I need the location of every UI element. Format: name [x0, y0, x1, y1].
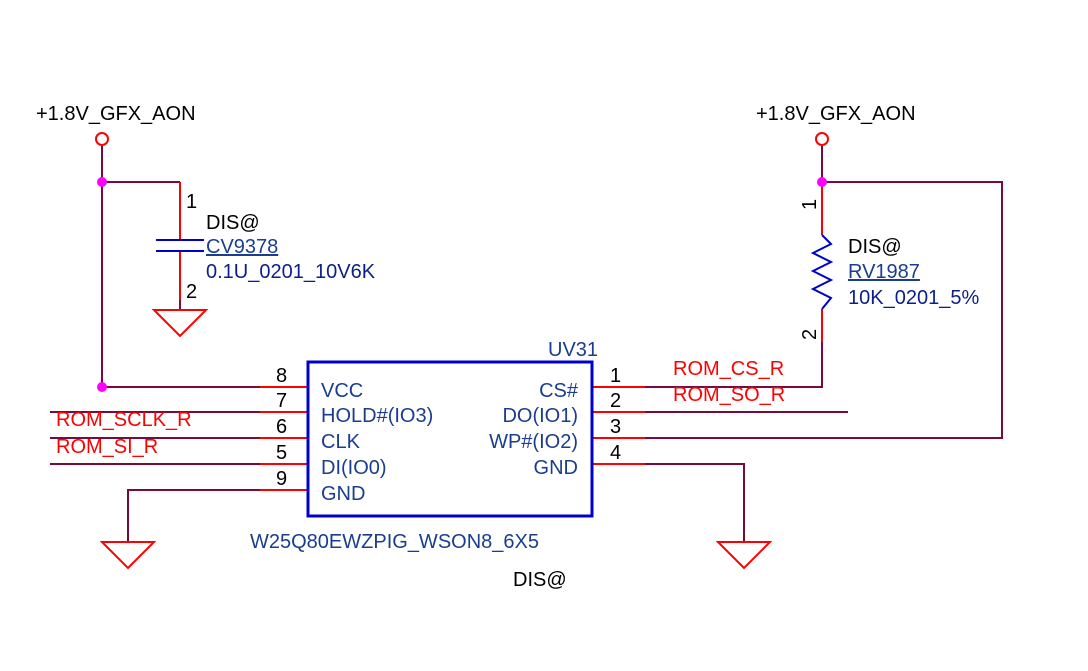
res-value: 10K_0201_5%	[848, 287, 979, 309]
cap-refdes: CV9378	[206, 236, 278, 258]
ic-option: DIS@	[513, 569, 567, 591]
cap-value: 0.1U_0201_10V6K	[206, 261, 376, 283]
junction-dot	[817, 177, 827, 187]
ic-pin-name: GND	[321, 483, 365, 505]
junction-dot	[97, 382, 107, 392]
res-option: DIS@	[848, 236, 902, 258]
ic-pin-name: WP#(IO2)	[489, 431, 578, 453]
res-pin1-number: 1	[799, 199, 821, 210]
ic-pin-name: HOLD#(IO3)	[321, 405, 433, 427]
wire-cs	[645, 342, 823, 388]
ic-pin-number: 9	[276, 468, 287, 490]
ic-pin-number: 3	[610, 416, 621, 438]
ic-pin-number: 1	[610, 365, 621, 387]
wire-gnd-right	[645, 463, 745, 542]
power-label-right: +1.8V_GFX_AON	[756, 103, 916, 125]
ic-pin-name: GND	[534, 457, 578, 479]
wire-gnd-left	[127, 489, 260, 542]
ic-pin-name: DO(IO1)	[502, 405, 578, 427]
ic-pin-number: 7	[276, 390, 287, 412]
ic-pin-name: DI(IO0)	[321, 457, 387, 479]
net-label-si: ROM_SI_R	[56, 436, 158, 458]
ic-pin-name: CLK	[321, 431, 361, 453]
ic-refdes: UV31	[548, 339, 598, 361]
power-label-left: +1.8V_GFX_AON	[36, 103, 196, 125]
ic-pin-number: 4	[610, 442, 621, 464]
resistor-zigzag	[810, 234, 834, 310]
res-pin2-number: 2	[799, 329, 821, 340]
net-label-cs: ROM_CS_R	[673, 358, 784, 380]
cap-pin2-number: 2	[186, 281, 197, 303]
ic-part-number: W25Q80EWZPIG_WSON8_6X5	[250, 531, 539, 553]
ic-pin-name: VCC	[321, 380, 363, 402]
ic-body	[306, 360, 594, 518]
ground-icon	[151, 309, 209, 338]
net-label-so: ROM_SO_R	[673, 384, 785, 406]
net-label-sclk: ROM_SCLK_R	[56, 409, 192, 431]
power-circle-icon	[815, 132, 829, 146]
junction-dot	[97, 177, 107, 187]
cap-option: DIS@	[206, 212, 260, 234]
ic-pin-number: 2	[610, 390, 621, 412]
cap-pin1-number: 1	[186, 191, 197, 213]
wires	[50, 146, 1003, 542]
ground-icon	[99, 541, 157, 570]
pin-stubs	[179, 182, 823, 491]
ic-pin-number: 8	[276, 365, 287, 387]
wire-wp-pullup	[645, 181, 1003, 439]
res-refdes: RV1987	[848, 261, 920, 283]
power-circle-icon	[95, 132, 109, 146]
ic-pin-number: 6	[276, 416, 287, 438]
ic-pin-name: CS#	[539, 380, 579, 402]
ic-pin-number: 5	[276, 442, 287, 464]
ground-icon	[715, 541, 773, 570]
capacitor-symbol	[156, 239, 204, 252]
